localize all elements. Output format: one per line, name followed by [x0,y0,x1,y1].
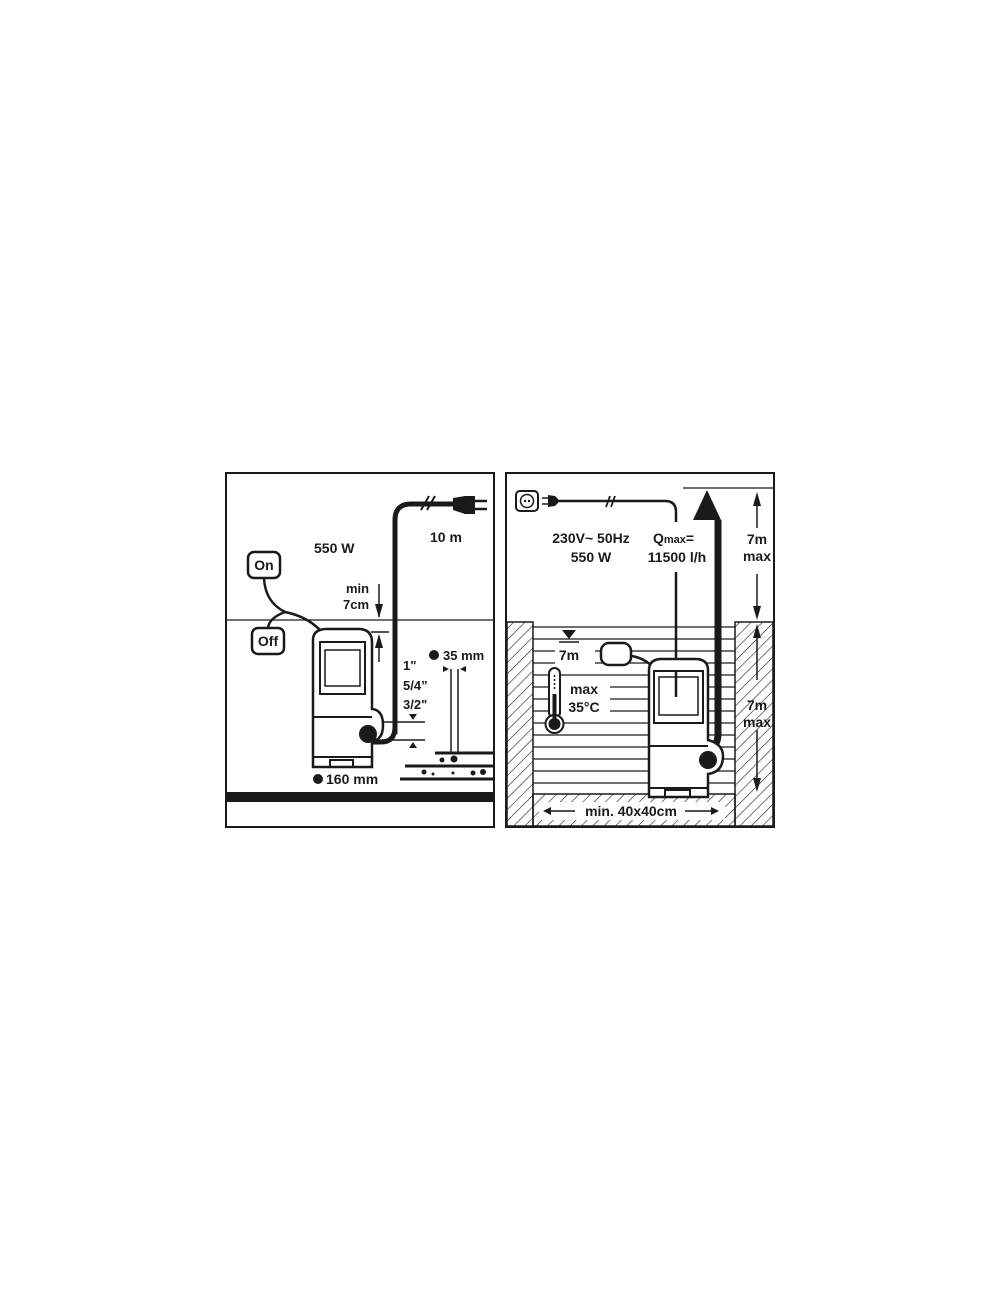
plug-icon [392,495,487,734]
thread-size-1: 1" [403,658,416,673]
left-diagram-svg: 550 W 10 m min 7cm On Off 1" 5/4” 3/2" 3… [225,472,495,828]
voltage-label: 230V~ 50Hz [552,530,629,546]
min-depth-label-1: min [346,581,369,596]
power-label: 550 W [571,549,612,565]
lift-height-label-1: 7m [747,531,767,547]
lift-height-arrows [753,492,761,620]
socket-icon [515,490,678,522]
shaft-walls [506,621,774,827]
shaft-size-label: min. 40x40cm [585,803,677,819]
temp-label-2: 35°C [568,699,599,715]
min-depth-label-2: 7cm [343,597,369,612]
on-label: On [254,557,273,573]
power-label: 550 W [314,540,355,556]
lift-height-label-2: max [743,548,771,564]
right-diagram-panel: 230V~ 50Hz 550 W Qmax= 11500 l/h 7m max … [505,472,775,828]
right-diagram-svg: 230V~ 50Hz 550 W Qmax= 11500 l/h 7m max … [505,472,775,828]
particle-size-indicator [400,650,493,781]
immersion-depth-arrows [753,624,761,792]
flow-label: Qmax= [653,530,694,546]
thermometer-icon [544,667,565,734]
immersion-depth-label-2: max [743,714,771,730]
flow-value-label: 11500 l/h [648,549,706,565]
thread-size-3: 3/2" [403,697,427,712]
off-label: Off [258,633,279,649]
particle-size-label: 35 mm [443,648,484,663]
diameter-icon [313,774,323,784]
cable-length-label: 10 m [430,529,462,545]
thread-size-2: 5/4” [403,678,428,693]
shaft-width-arrows [543,807,719,815]
pump-diameter-label: 160 mm [326,771,378,787]
float-switch [599,641,633,667]
left-diagram-panel: 550 W 10 m min 7cm On Off 1" 5/4” 3/2" 3… [225,472,495,828]
min-depth-arrows [371,584,389,662]
immersion-depth-label-1: 7m [747,697,767,713]
water-level-label: 7m [559,647,579,663]
temp-label-1: max [570,681,598,697]
float-switch [246,550,337,665]
pump-illustration [311,627,385,769]
pump-illustration [647,657,725,799]
